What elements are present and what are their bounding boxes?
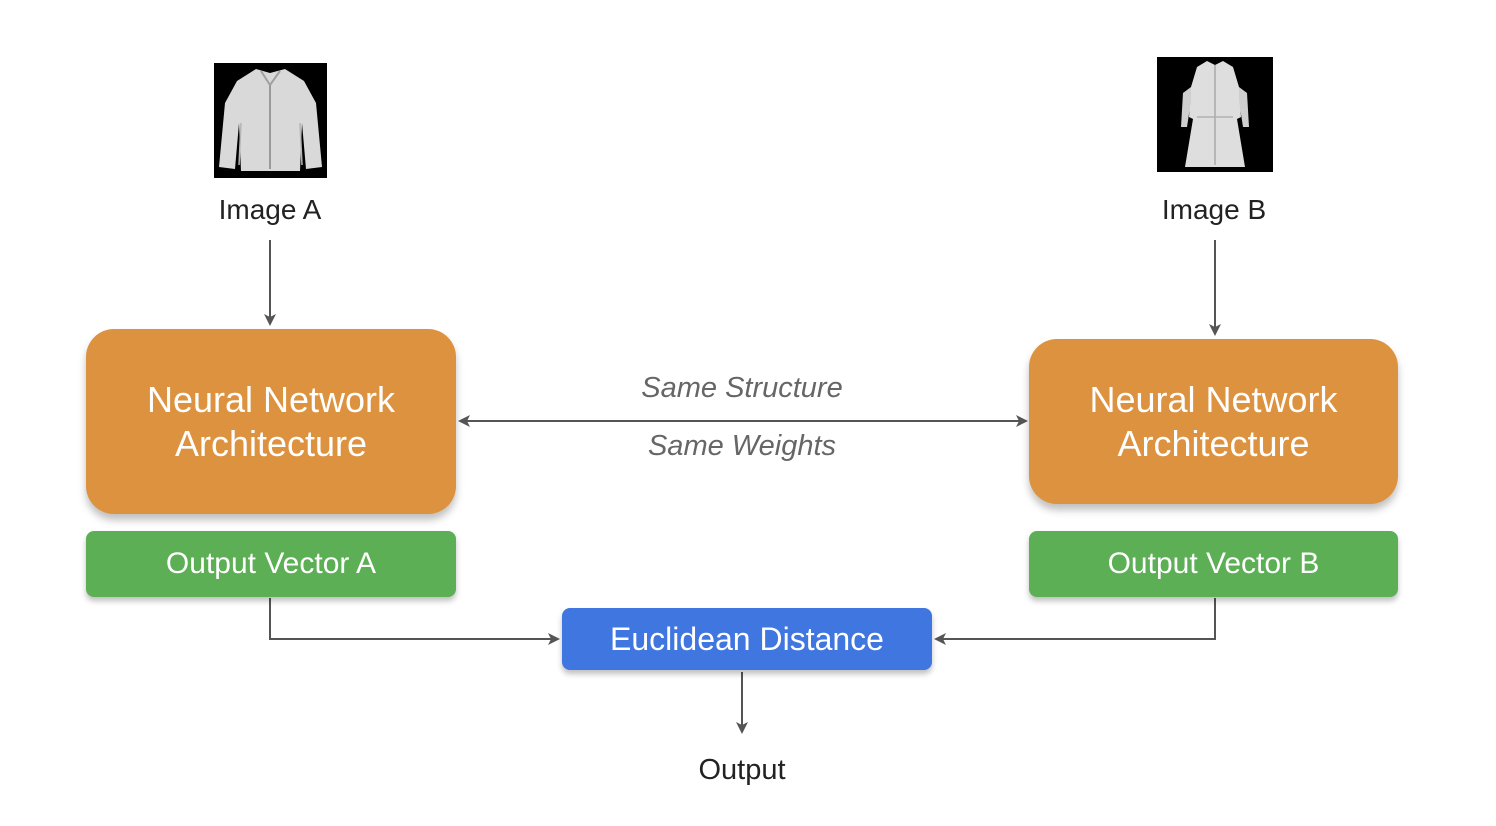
arrow-vector-b-to-distance [934, 598, 1216, 645]
same-structure-caption: Same Structure [641, 372, 843, 404]
image-a-label: Image A [218, 194, 322, 225]
same-weights-caption: Same Weights [647, 430, 837, 462]
output-vector-a-box: Output Vector A [86, 531, 456, 597]
image-b-label: Image B [1161, 194, 1267, 225]
neural-network-a-box: Neural Network Architecture [86, 329, 456, 514]
output-vector-b-box: Output Vector B [1029, 531, 1398, 597]
network-b-line1: Neural Network [1089, 378, 1338, 420]
network-a-line2: Architecture [174, 422, 368, 464]
neural-network-b-box: Neural Network Architecture [1029, 339, 1398, 504]
network-b-line2: Architecture [1117, 422, 1310, 464]
euclidean-distance-box: Euclidean Distance [562, 608, 932, 670]
arrow-vector-a-to-distance [269, 598, 560, 645]
jacket-thumbnail-icon [214, 63, 327, 178]
output-label: Output [698, 754, 786, 786]
dress-thumbnail-icon [1157, 57, 1273, 172]
network-a-line1: Neural Network [146, 378, 396, 420]
